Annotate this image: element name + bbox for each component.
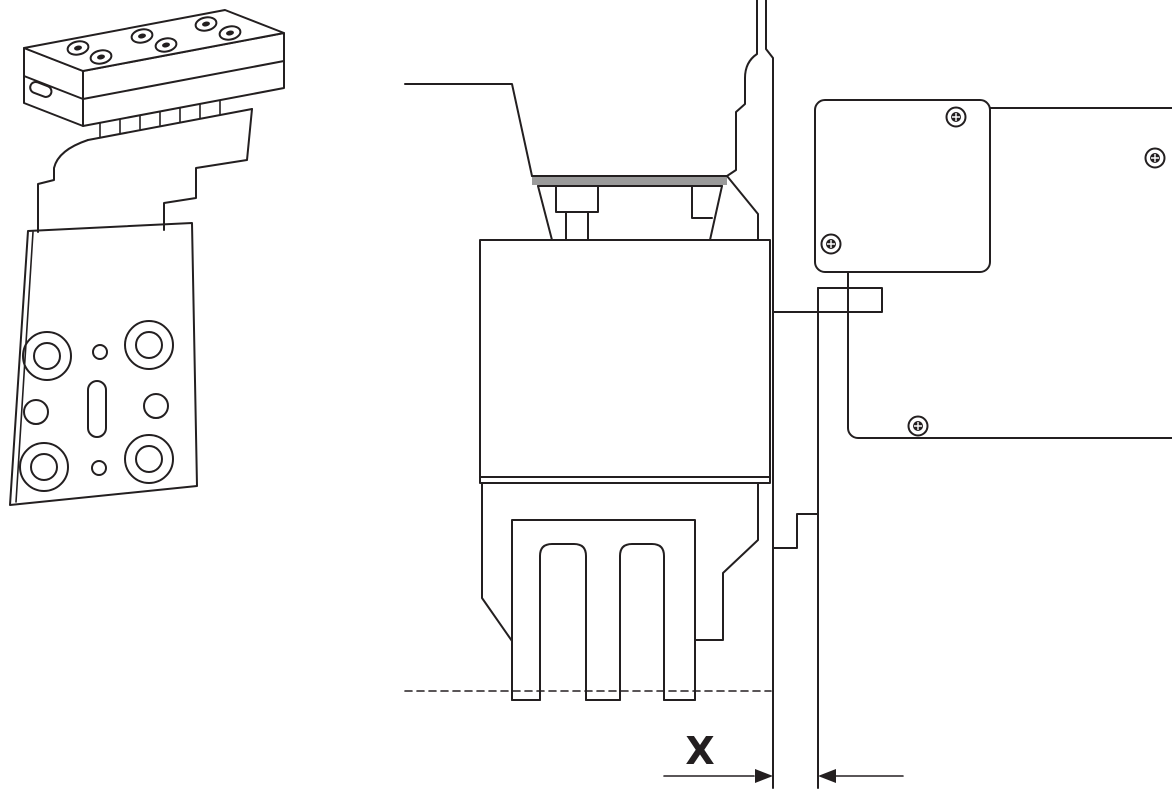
foot-hanger-right xyxy=(694,482,759,641)
plate-hole-medium xyxy=(143,393,169,419)
gauge-bracket xyxy=(772,287,883,789)
dimension-arrowhead-right-pointing xyxy=(755,769,773,783)
block-top-face xyxy=(23,9,285,72)
screw-icon xyxy=(945,106,967,128)
face-plate-edge-line xyxy=(765,0,774,789)
block-screw-hole xyxy=(194,16,218,32)
arm-right-edge xyxy=(163,108,253,231)
plate-hole-medium xyxy=(23,399,49,425)
block-screw-hole xyxy=(89,49,113,65)
head-left-taper xyxy=(537,185,553,241)
needle-area-notch xyxy=(555,185,599,213)
screw-icon xyxy=(820,233,842,255)
bed-band xyxy=(532,176,727,185)
clamp-lower-edge xyxy=(87,108,253,141)
plate-hole-small xyxy=(91,460,107,476)
needle-area-step xyxy=(691,185,713,219)
dimension-label: X xyxy=(685,729,714,773)
screw-icon xyxy=(1144,147,1166,169)
block-screw-hole xyxy=(218,25,242,41)
head-right-taper xyxy=(709,185,723,241)
front-cover-panel xyxy=(814,99,991,273)
arm-left-edge xyxy=(37,139,89,233)
plate-hole-large xyxy=(124,320,174,370)
bracket-upper xyxy=(772,287,883,313)
side-cover-panels xyxy=(814,99,1172,439)
block-side-slot xyxy=(29,80,53,98)
dimension-arrowhead-left-pointing xyxy=(818,769,836,783)
arm-top-outline xyxy=(404,83,533,177)
block-screw-hole xyxy=(130,28,154,44)
head-right-cheek xyxy=(726,175,759,241)
mounting-bracket-isometric xyxy=(9,9,285,506)
plate-hole-large xyxy=(22,331,72,381)
machine-head-side-view xyxy=(404,0,774,789)
clamp-serration-ticks xyxy=(99,99,221,138)
top-column-left-contour xyxy=(726,0,758,177)
block-screw-hole xyxy=(66,40,90,56)
needle-bar-lines xyxy=(565,211,589,241)
presser-foot-assembly xyxy=(481,482,759,701)
screw-icon xyxy=(907,415,929,437)
dimension-x: X xyxy=(663,729,904,783)
machine-body xyxy=(479,239,771,484)
plate-thickness-edge xyxy=(15,231,34,503)
plate-hole-small xyxy=(92,344,108,360)
bracket-lower-step xyxy=(772,513,819,549)
foot-slot-left xyxy=(539,543,587,701)
block-screw-hole xyxy=(154,37,178,53)
plate-slot xyxy=(87,380,107,438)
plate-hole-large xyxy=(124,434,174,484)
foot-outline xyxy=(511,519,696,701)
foot-slot-right xyxy=(619,543,665,701)
foot-hanger-left xyxy=(481,482,513,642)
plate-hole-large xyxy=(19,442,69,492)
